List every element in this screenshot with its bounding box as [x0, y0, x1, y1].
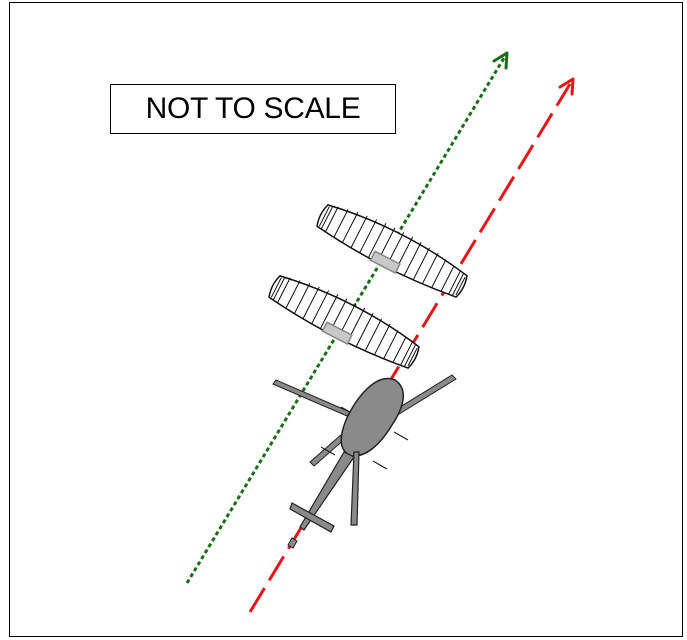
green-path: [185, 51, 509, 584]
canopy-upper-clamp: [369, 250, 401, 274]
canopy-lower-clamp: [321, 321, 353, 345]
arrowhead-icon: [492, 51, 509, 70]
helicopter-tail-boom: [299, 451, 355, 531]
canopy-icon: [268, 275, 420, 369]
scale-note-label: NOT TO SCALE: [145, 92, 361, 125]
green-path-line: [185, 57, 506, 584]
canopy-icon: [316, 204, 468, 298]
helicopter-stabilizer: [289, 502, 335, 533]
diagram-frame: [9, 2, 683, 637]
helicopter-icon: [272, 374, 457, 549]
helicopter-tail-rotor: [287, 537, 298, 549]
helicopter-fuselage: [340, 377, 405, 457]
scale-note-box: NOT TO SCALE: [110, 84, 396, 134]
canopy-upper-body: [316, 204, 468, 298]
canopy-lower-body: [268, 275, 420, 369]
canopy-lower-ribs: [270, 277, 418, 367]
arrowhead-icon: [558, 77, 575, 96]
helicopter-skid-leg: [350, 451, 360, 526]
